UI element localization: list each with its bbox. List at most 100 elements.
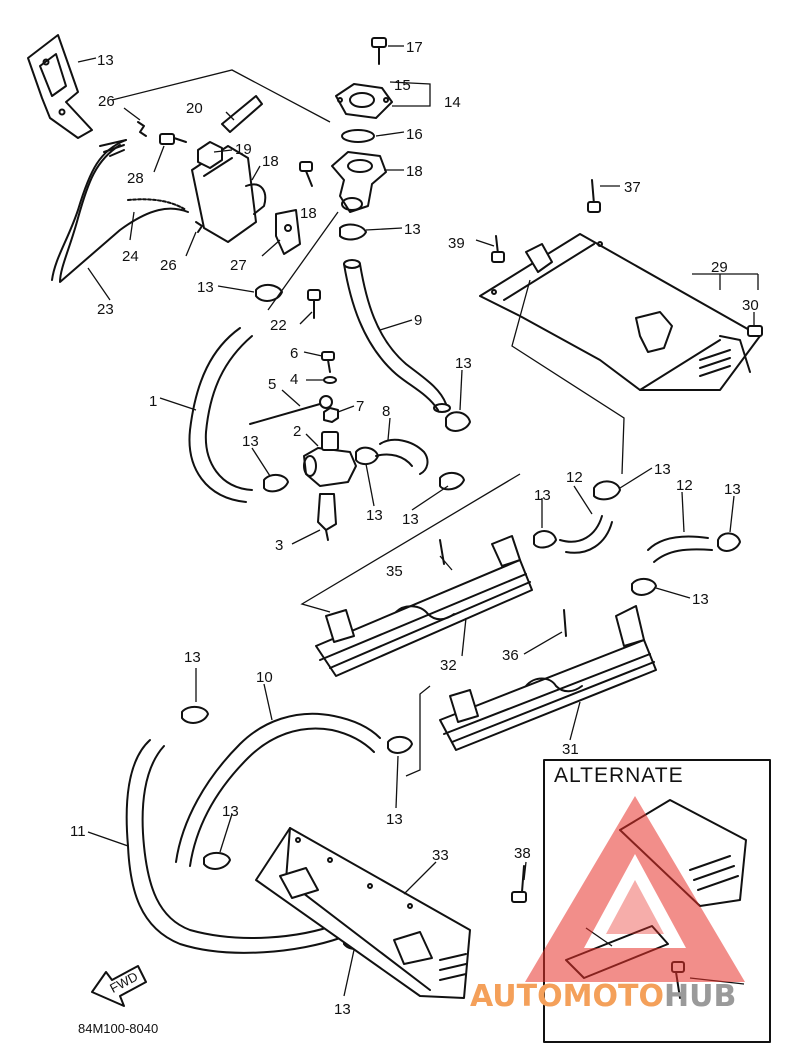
callout-28: 28 — [127, 170, 144, 187]
part-9-hose — [343, 263, 447, 411]
callout-13-k: 13 — [184, 649, 201, 666]
part-25-spring-clip — [127, 198, 187, 211]
callout-9: 9 — [414, 312, 422, 329]
callout-25: 24 — [122, 248, 139, 265]
callout-1: 1 — [149, 393, 157, 410]
part-11-hose — [125, 739, 341, 954]
part-22-bracket-plate — [27, 34, 93, 139]
part-21-breather-pipe — [221, 95, 263, 133]
callout-7: 7 — [356, 398, 364, 415]
part-29-heat-exchanger-top — [479, 233, 761, 391]
part-17-thermostat-housing — [331, 151, 387, 213]
callout-32: 32 — [440, 657, 457, 674]
callout-17: 18 — [406, 163, 423, 180]
part-3-sensor-plug — [317, 493, 337, 541]
part-37-bolt — [491, 235, 505, 263]
fwd-arrow-icon: FWD — [91, 965, 147, 1007]
part-12-hose-right — [647, 535, 713, 563]
callout-2: 2 — [293, 423, 301, 440]
callout-13-c: 13 — [455, 355, 472, 372]
callout-4: 4 — [290, 371, 298, 388]
callout-30: 30 — [742, 297, 759, 314]
part-27-bracket — [275, 209, 301, 255]
callout-23: 22 — [270, 317, 287, 334]
part-drawings: FWD ALTERNATE — [27, 34, 771, 1043]
callout-26-top: 26 — [98, 93, 115, 110]
part-2-water-joint — [303, 431, 357, 487]
part-23-sensor — [307, 289, 321, 319]
callout-29: 29 — [711, 259, 728, 276]
part-31-heat-exchanger — [439, 605, 657, 751]
callout-13-l: 13 — [222, 803, 239, 820]
part-5-temp-sensor-wire — [249, 395, 333, 425]
part-30-drain-bolt — [747, 325, 763, 337]
callout-13-n: 13 — [334, 1001, 351, 1018]
part-4-washer — [323, 376, 337, 384]
callout-13-j: 13 — [692, 591, 709, 608]
callout-13-a: 13 — [404, 221, 421, 238]
callout-numbers: 13 26 20 19 18 28 24 26 23 27 17 15 14 1… — [70, 39, 759, 1036]
part-13-hose-clamps — [181, 223, 741, 950]
part-26-clip-bottom — [195, 221, 203, 233]
part-24-wire-harness — [51, 139, 189, 283]
callout-13-d: 13 — [242, 433, 259, 450]
part-6-bolt — [321, 351, 335, 373]
part-15-thermostat-cover — [335, 83, 393, 119]
callout-12-a: 12 — [566, 469, 583, 486]
alternate-title: ALTERNATE — [554, 764, 684, 787]
callout-5: 5 — [268, 376, 276, 393]
part-26-clip-top — [137, 121, 147, 137]
callout-6: 6 — [290, 345, 298, 362]
part-7-nut — [323, 407, 339, 423]
part-35-bolt — [587, 179, 601, 213]
callout-15: 15 — [394, 77, 411, 94]
part-28-connector — [159, 133, 187, 145]
callout-13-h: 13 — [534, 487, 551, 504]
part-33-heat-exchanger-bottom — [255, 827, 471, 999]
callout-27: 27 — [230, 257, 247, 274]
callout-16: 16 — [406, 126, 423, 143]
callout-31: 31 — [562, 741, 579, 758]
callout-20: 19 — [235, 141, 252, 158]
callout-13-e: 13 — [366, 507, 383, 524]
callout-10: 10 — [256, 669, 273, 686]
callout-34-b: 36 — [502, 647, 519, 664]
callout-12-b: 12 — [676, 477, 693, 494]
watermark-text-automoto: AUTOMOTO — [470, 979, 664, 1014]
callout-19: 18 — [262, 153, 279, 170]
callout-11: 11 — [70, 823, 86, 840]
callout-18-top: 17 — [406, 39, 423, 56]
callout-33: 33 — [432, 847, 449, 864]
callout-3: 3 — [275, 537, 283, 554]
part-18-bolt-top — [371, 37, 387, 65]
callout-13-m: 13 — [386, 811, 403, 828]
callout-34-a: 35 — [386, 563, 403, 580]
callout-8: 8 — [382, 403, 390, 420]
callout-24: 23 — [97, 301, 114, 318]
part-19-tank-band — [245, 183, 267, 215]
callout-35: 37 — [624, 179, 641, 196]
callout-26-bottom: 26 — [160, 257, 177, 274]
part-10-hose — [175, 712, 381, 867]
part-16-o-ring — [341, 129, 375, 143]
part-8-elbow-hose — [375, 438, 429, 475]
part-12-hose-left — [559, 515, 613, 554]
callout-18-mid: 18 — [300, 205, 317, 222]
watermark-text-hub: HUB — [664, 979, 736, 1014]
callout-13-b: 13 — [197, 279, 214, 296]
part-36-bolt — [511, 865, 527, 903]
callout-14: 14 — [444, 94, 461, 111]
callout-22: 13 — [97, 52, 114, 69]
part-20-reservoir-tank — [191, 141, 257, 243]
callout-13-f: 13 — [402, 511, 419, 528]
part-32-heat-exchanger — [315, 535, 533, 677]
part-1-hose — [188, 327, 253, 503]
automotohub-watermark: AUTOMOTO HUB — [470, 796, 745, 1014]
part-18-bolt-mid — [299, 161, 313, 187]
callout-13-i: 13 — [724, 481, 741, 498]
leader-lines — [77, 45, 759, 997]
part-34-bolt-lower — [563, 609, 567, 637]
callout-21: 20 — [186, 100, 203, 117]
callout-37: 39 — [448, 235, 465, 252]
